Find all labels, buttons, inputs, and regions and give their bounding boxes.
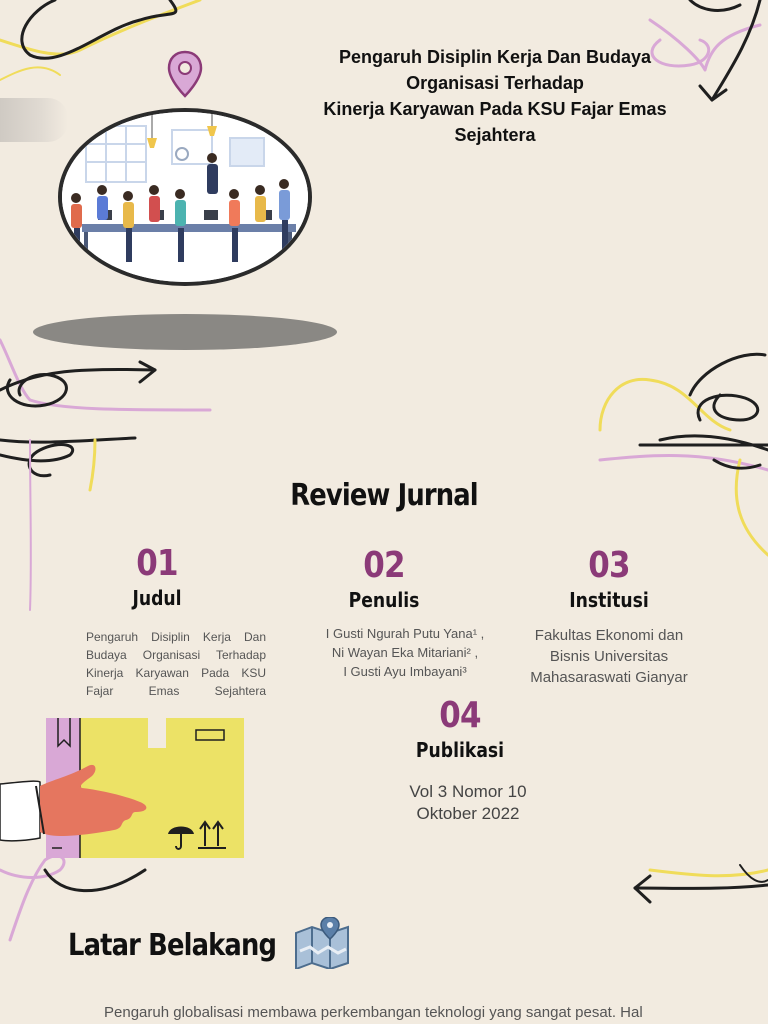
item-label: Institusi xyxy=(569,588,649,612)
location-pin-icon xyxy=(167,50,203,98)
institusi-text: Fakultas Ekonomi dan Bisnis Universitas … xyxy=(530,627,688,686)
map-icon xyxy=(295,917,349,969)
review-item-institusi: 03 Institusi xyxy=(509,545,709,612)
background-paragraph: Pengaruh globalisasi membawa perkembanga… xyxy=(104,1004,643,1021)
item-label: Publikasi xyxy=(415,738,505,762)
review-item-judul: 01 Judul xyxy=(57,543,257,610)
background-heading: Latar Belakang xyxy=(68,928,277,963)
penulis-text: I Gusti Ngurah Putu Yana¹ , Ni Wayan Eka… xyxy=(325,626,485,679)
blurred-patch xyxy=(0,98,68,142)
review-item-publikasi: 04 Publikasi xyxy=(360,695,560,762)
paper-title: Pengaruh Disiplin Kerja Dan Budaya Organ… xyxy=(323,47,667,145)
judul-text: Pengaruh Disiplin Kerja Dan Budaya Organ… xyxy=(86,630,266,698)
item-number: 03 xyxy=(588,545,630,586)
publikasi-text: Vol 3 Nomor 10 Oktober 2022 xyxy=(409,782,527,823)
office-illustration xyxy=(58,108,312,286)
this-way-up-icon xyxy=(198,820,226,849)
review-item-penulis: 02 Penulis xyxy=(284,545,484,612)
illustration-shadow xyxy=(33,314,337,350)
review-heading: Review Jurnal xyxy=(290,478,478,513)
item-number: 01 xyxy=(136,543,178,584)
item-label: Judul xyxy=(132,586,182,610)
item-number: 02 xyxy=(363,545,405,586)
item-number: 04 xyxy=(439,695,481,736)
delivery-box-illustration xyxy=(0,718,244,858)
item-label: Penulis xyxy=(348,588,420,612)
umbrella-icon xyxy=(168,826,194,850)
